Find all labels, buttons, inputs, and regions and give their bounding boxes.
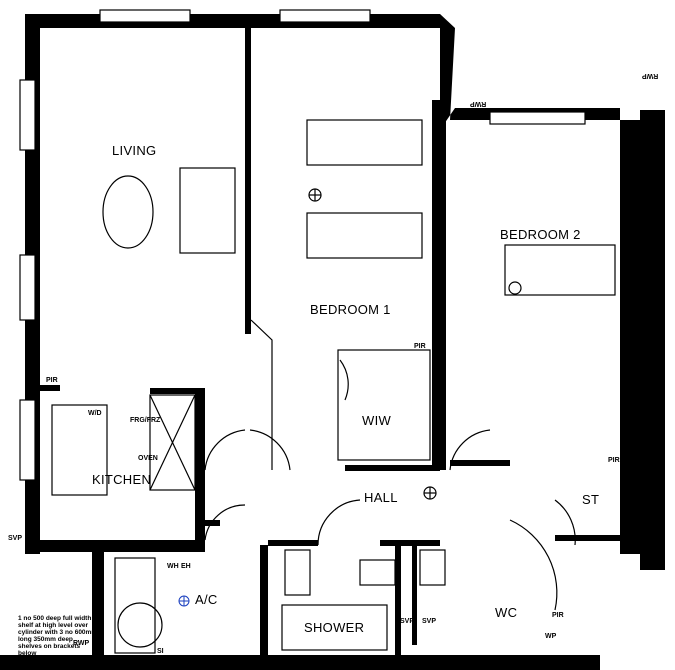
room-label-kitchen: KITCHEN xyxy=(92,472,152,487)
annotation-wd: W/D xyxy=(88,410,102,417)
room-label-living: LIVING xyxy=(112,143,157,158)
room-label-wc: WC xyxy=(495,605,518,620)
room-label-bedroom-1: BEDROOM 1 xyxy=(310,302,391,317)
room-label-bedroom-2: BEDROOM 2 xyxy=(500,227,581,242)
annotation-si: SI xyxy=(157,648,164,655)
annotation-svp: SVP xyxy=(8,535,23,542)
annotation-eh: EH xyxy=(181,563,191,570)
annotation-pir: PIR xyxy=(46,377,58,384)
annotation-oven: OVEN xyxy=(138,455,158,462)
accent-markers xyxy=(178,595,190,607)
annotation-pir: PIR xyxy=(414,343,426,350)
annotation-pir: PIR xyxy=(552,612,564,619)
room-label-store: ST xyxy=(582,492,600,507)
annotation-rwp: RWP xyxy=(470,100,487,107)
shelf-note: 1 no 500 deep full width shelf at high l… xyxy=(18,615,98,657)
annotation-frg-frz: FRG/FRZ xyxy=(130,417,161,424)
room-label-airing-cupboard: A/C xyxy=(195,592,218,607)
annotation-rwp: RWP xyxy=(642,72,659,79)
room-label-wiw: WIW xyxy=(362,413,392,428)
room-label-shower: SHOWER xyxy=(304,620,365,635)
fixtures xyxy=(19,9,616,654)
annotation-svp: SVP xyxy=(422,618,437,625)
annotation-pir: PIR xyxy=(608,457,620,464)
room-label-hall: HALL xyxy=(364,490,398,505)
annotation-svp: SVP xyxy=(400,618,415,625)
annotation-wh: WH xyxy=(167,563,179,570)
annotation-rwp: RWP xyxy=(73,640,90,647)
annotation-wp: WP xyxy=(545,633,557,640)
